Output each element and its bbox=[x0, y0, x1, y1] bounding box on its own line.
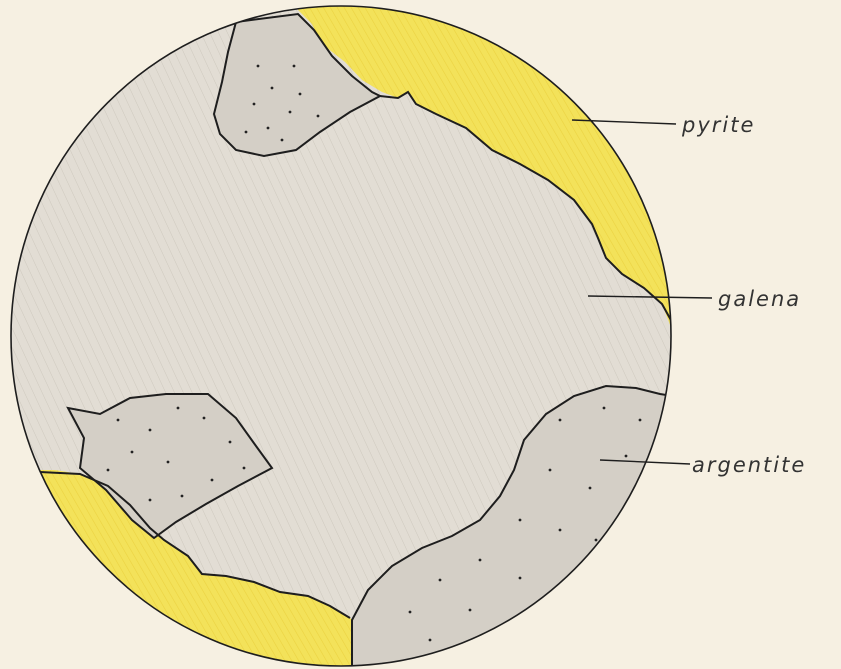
argentite-label: argentite bbox=[692, 453, 806, 477]
galena-label: galena bbox=[718, 287, 801, 311]
pyrite-label: pyrite bbox=[681, 113, 755, 137]
